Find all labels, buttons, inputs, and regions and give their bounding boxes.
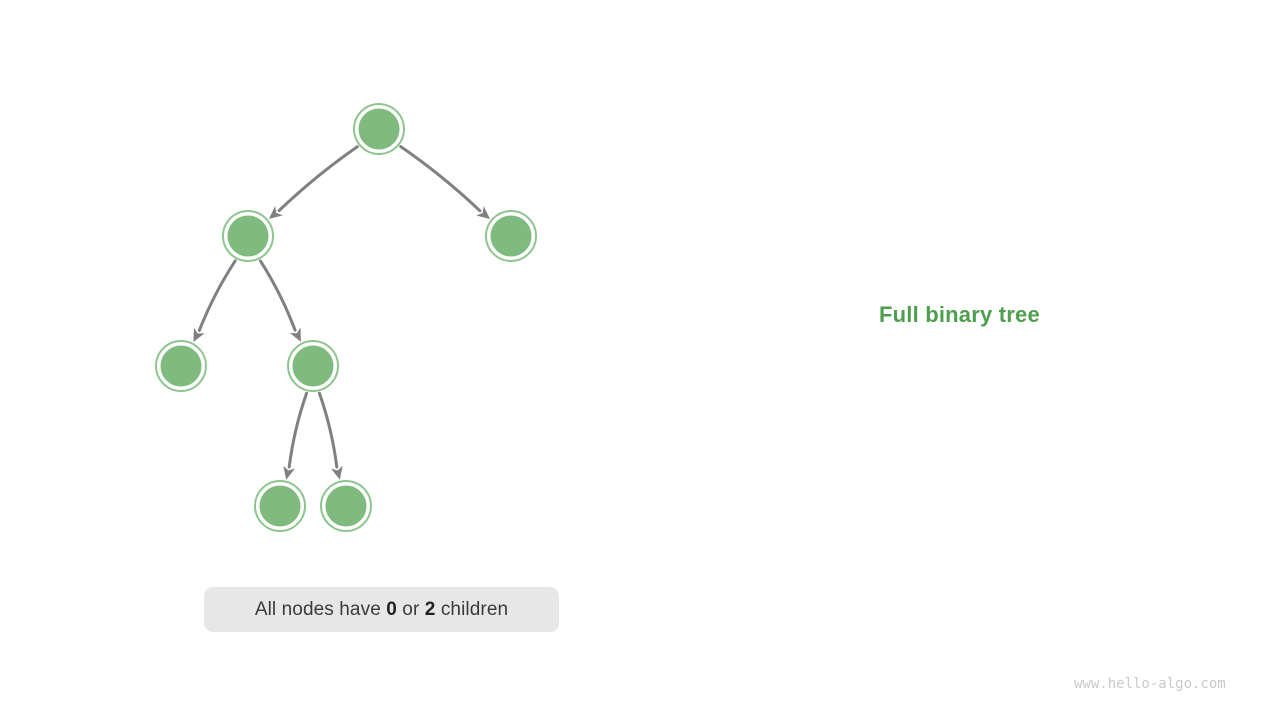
tree-node-ring — [155, 340, 207, 392]
tree-edge — [259, 259, 297, 332]
caption-bold-two: 2 — [424, 598, 436, 620]
tree-node-ring — [353, 103, 405, 155]
caption-text: All nodes have 0 or 2 children — [255, 599, 508, 621]
caption-box: All nodes have 0 or 2 children — [204, 587, 559, 632]
tree-node[interactable] — [287, 340, 339, 392]
tree-node-ring — [254, 480, 306, 532]
tree-node-ring — [222, 210, 274, 262]
tree-edge — [287, 391, 309, 469]
tree-node-circle — [488, 213, 534, 259]
tree-node-circle — [323, 483, 369, 529]
tree-node-ring — [320, 480, 372, 532]
caption-prefix: All nodes have — [254, 598, 387, 620]
caption-middle: or — [396, 598, 425, 620]
tree-node-circle — [356, 106, 402, 152]
tree-node-ring — [287, 340, 339, 392]
caption-suffix: children — [435, 598, 509, 620]
page-title: Full binary tree — [879, 302, 1040, 327]
tree-node-circle — [257, 483, 303, 529]
tree-node[interactable] — [254, 480, 306, 532]
tree-node[interactable] — [155, 340, 207, 392]
tree-edge — [197, 259, 237, 332]
tree-node[interactable] — [320, 480, 372, 532]
tree-edge — [399, 145, 482, 213]
tree-edge — [277, 145, 359, 213]
tree-edge-arrowhead — [193, 327, 205, 342]
tree-edge-arrowhead — [476, 206, 491, 219]
tree-edges — [193, 145, 491, 480]
tree-edge-arrowhead — [289, 327, 301, 342]
tree-node-circle — [290, 343, 336, 389]
tree-edge — [317, 391, 339, 469]
tree-edge-arrowhead — [283, 465, 296, 480]
tree-node[interactable] — [485, 210, 537, 262]
tree-edge-arrowhead — [330, 465, 343, 480]
tree-node[interactable] — [353, 103, 405, 155]
tree-node-circle — [225, 213, 271, 259]
tree-node-ring — [485, 210, 537, 262]
tree-node[interactable] — [222, 210, 274, 262]
tree-node-circle — [158, 343, 204, 389]
tree-edge-arrowhead — [268, 206, 283, 219]
caption-bold-zero: 0 — [386, 598, 397, 620]
watermark: www.hello-algo.com — [1074, 676, 1226, 692]
tree-nodes — [155, 103, 537, 532]
